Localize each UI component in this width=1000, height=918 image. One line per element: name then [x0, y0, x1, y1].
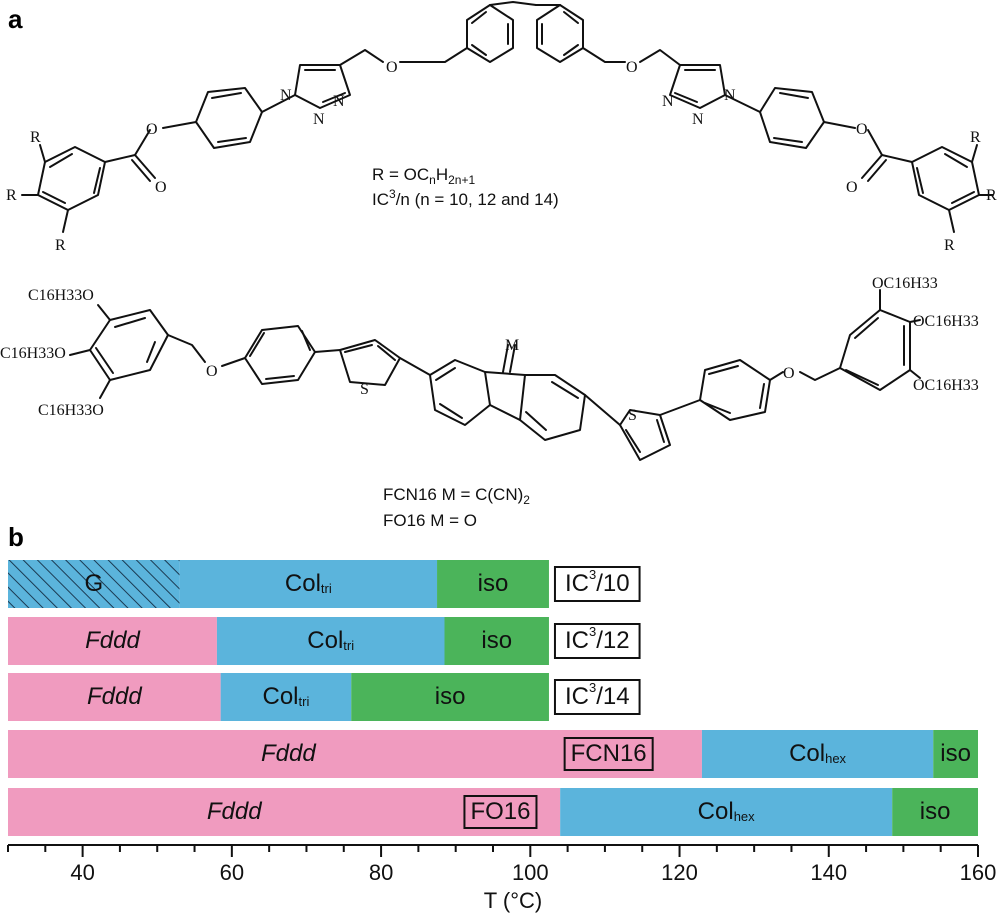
ic3-atom-labels: O O N N N N N N O O O O R R R R R R: [6, 59, 997, 254]
fcn16-molecule-structure: [69, 289, 921, 461]
atom-o: O: [155, 179, 167, 196]
phase-segment-fddd: [8, 673, 221, 721]
atom-r: R: [55, 237, 66, 254]
atom-n: N: [313, 111, 325, 128]
phase-label: iso: [481, 627, 512, 654]
phase-label: Coltri: [285, 570, 332, 597]
compound-label: FCN16: [571, 740, 647, 767]
phase-row: G Coltri iso IC3/10: [8, 560, 641, 608]
atom-m: M: [505, 337, 519, 354]
panel-a-label: a: [8, 4, 23, 34]
phase-label: Coltri: [307, 627, 354, 654]
tick-label: 120: [661, 860, 698, 885]
phase-segment-iso: [444, 617, 549, 665]
alkoxy-chain-label: OC16H33: [913, 313, 979, 330]
phase-label: iso: [940, 740, 971, 767]
atom-o: O: [206, 363, 218, 380]
alkoxy-chain-label: OC16H33: [872, 275, 938, 292]
phase-label: G: [84, 570, 103, 597]
fo16-caption: FO16 M = O: [383, 511, 477, 530]
phase-segment-iso: [933, 730, 978, 778]
compound-box: [463, 795, 538, 829]
tick-label: 40: [70, 860, 94, 885]
phase-segment-iso: [437, 560, 549, 608]
phase-segment-iso: [892, 788, 978, 836]
phase-label: iso: [435, 683, 466, 710]
phase-segment-col: [220, 673, 352, 721]
atom-n: N: [692, 111, 704, 128]
tick-label: 140: [810, 860, 847, 885]
phase-segment-col: [560, 788, 893, 836]
glass-hatch: [8, 560, 180, 608]
atom-r: R: [970, 129, 981, 146]
phase-label: Fddd: [207, 798, 262, 825]
phase-segment-col: [701, 730, 934, 778]
phase-segment-fddd: [8, 617, 217, 665]
phase-row: Fddd Coltri iso IC3/14: [8, 673, 641, 721]
atom-r: R: [30, 129, 41, 146]
atom-o: O: [846, 179, 858, 196]
phase-row: Fddd Coltri iso IC3/12: [8, 617, 641, 665]
alkoxy-chain-label: C16H33O: [0, 345, 66, 362]
fcn16-caption: FCN16 M = C(CN)2: [383, 485, 530, 507]
phase-row: Fddd Colhex iso FO16: [8, 788, 978, 836]
phase-segment-col: [179, 560, 438, 608]
axis-title: T (°C): [484, 888, 543, 913]
phase-label: Fddd: [87, 683, 142, 710]
atom-n: N: [333, 93, 345, 110]
phase-label: Coltri: [263, 683, 310, 710]
fcn-atom-labels: C16H33O C16H33O C16H33O O S M S O OC16H3…: [0, 275, 979, 424]
compound-box: [553, 566, 641, 602]
atom-o: O: [146, 121, 158, 138]
r-definition: R = OCnH2n+1: [372, 165, 475, 187]
compound-label: FO16: [470, 798, 530, 825]
atom-s: S: [360, 381, 369, 398]
ic3-series-caption: IC3/n (n = 10, 12 and 14): [372, 187, 559, 209]
phase-segment-col: [216, 617, 445, 665]
tick-label: 160: [960, 860, 997, 885]
compound-label: IC3/12: [565, 624, 630, 654]
atom-o: O: [856, 121, 868, 138]
atom-r: R: [986, 187, 997, 204]
phase-label: iso: [478, 570, 509, 597]
alkoxy-chain-label: C16H33O: [28, 287, 94, 304]
atom-o: O: [626, 59, 638, 76]
compound-box: [563, 737, 654, 771]
phase-label: Colhex: [698, 798, 755, 825]
tick-label: 80: [369, 860, 393, 885]
compound-label: IC3/10: [565, 567, 630, 597]
tick-label: 100: [512, 860, 549, 885]
atom-n: N: [280, 87, 292, 104]
atom-n: N: [724, 87, 736, 104]
phase-label: Colhex: [789, 740, 846, 767]
atom-s: S: [628, 407, 637, 424]
alkoxy-chain-label: OC16H33: [913, 377, 979, 394]
compound-box: [553, 623, 641, 659]
atom-r: R: [944, 237, 955, 254]
alkoxy-chain-label: C16H33O: [38, 402, 104, 419]
ic3-molecule-structure: [21, 1, 994, 233]
atom-o: O: [783, 365, 795, 382]
phase-label: Fddd: [85, 627, 140, 654]
compound-box: [553, 679, 641, 715]
compound-label: IC3/14: [565, 680, 630, 710]
phase-label: iso: [920, 798, 951, 825]
atom-o: O: [386, 59, 398, 76]
atom-n: N: [662, 93, 674, 110]
phase-segment-iso: [351, 673, 549, 721]
panel-b-label: b: [8, 522, 24, 552]
phase-row: Fddd Colhex iso FCN16: [8, 730, 978, 778]
phase-label: Fddd: [261, 740, 316, 767]
tick-label: 60: [220, 860, 244, 885]
atom-r: R: [6, 187, 17, 204]
temperature-axis: 40 60 80 100 120 140 160 T (°C): [7, 844, 997, 913]
